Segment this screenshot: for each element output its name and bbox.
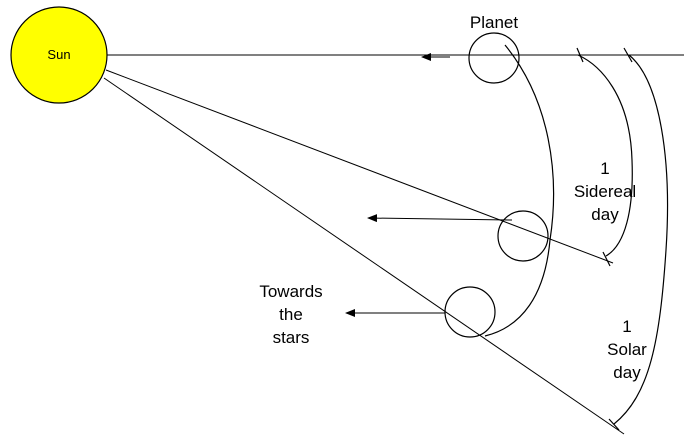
sun-line-bottom [103,77,625,435]
towards-label-line-1: Towards [259,282,323,301]
planet-top [468,32,520,84]
solar-label-line-1: 1 [622,317,632,336]
sun-line-middle [105,69,614,264]
towards-label-line-2: the [279,305,303,324]
sidereal-day-arc [577,54,633,257]
towards-label-line-3: stars [272,328,310,347]
planet-bottom [444,286,496,338]
sidereal-label-line-1: 1 [600,159,610,178]
planet-middle [497,210,549,262]
planet-label: Planet [469,13,519,32]
sidereal-tick-bottom [602,251,611,267]
sidereal-day-label: 1 Sidereal day [560,157,650,226]
solar-tick-top [623,47,633,63]
towards-the-stars-label: Towards the stars [246,280,336,349]
solar-label-line-2: Solar [607,340,647,359]
sidereal-tick-top [576,47,584,63]
arrow-middle [367,214,513,223]
sun-label: Sun [47,47,71,62]
planet-orbit-path [484,44,555,337]
solar-day-arc [613,54,669,425]
solar-label-line-3: day [613,363,641,382]
solar-day-label: 1 Solar day [594,315,660,384]
sidereal-label-line-2: Sidereal [573,182,637,201]
sidereal-label-line-3: day [591,205,619,224]
solar-tick-bottom [608,418,620,431]
